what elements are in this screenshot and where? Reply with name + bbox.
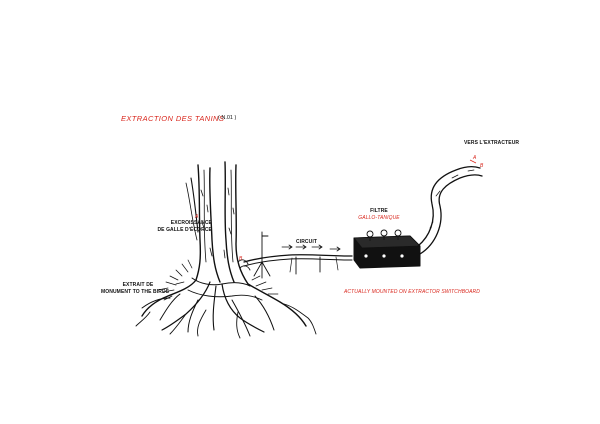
extrait-label-2: MONUMENT TO THE BIRDS [101,289,170,295]
extractor-hose [417,166,483,255]
diagram-title: EXTRACTION DES TANINS [121,114,225,123]
point-b2-label: B [480,163,484,169]
extrait-label-1: EXTRAIT DE [122,282,154,288]
stand-drawing [253,231,271,279]
excroissance-label-1: EXCROISSANCE [170,220,212,226]
vers-extracteur-label: VERS L'EXTRACTEUR [464,140,520,146]
point-a-label: A [195,214,199,220]
tree-drawing [135,161,317,339]
gallo-tanique-label: GALLO-TANIQUE [358,215,400,221]
excroissance-label-2: DE GALLE D'ÉCORCE [157,227,212,233]
circuit-tubing [243,244,353,275]
mounted-note: ACTUALLY MOUNTED ON EXTRACTOR SWITCHBOAR… [344,289,480,295]
point-b-label: B [239,256,243,262]
point-a2-label: A [473,155,477,161]
diagram-number: ( N.01 ) [218,115,237,121]
circuit-label: CIRCUIT [296,239,317,245]
filtre-label: FILTRE [370,208,388,214]
filter-box [353,229,421,269]
